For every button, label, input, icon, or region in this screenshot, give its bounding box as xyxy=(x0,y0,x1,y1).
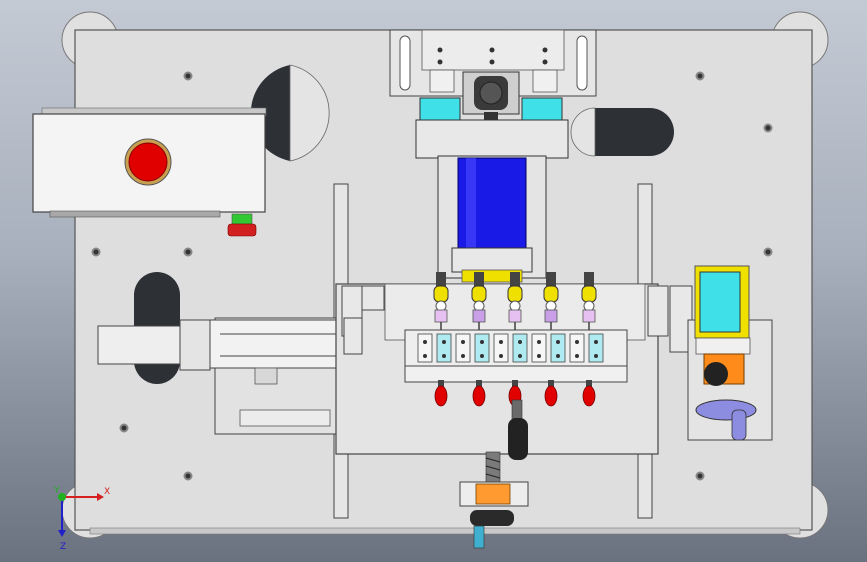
indicator-lamp xyxy=(227,213,257,237)
servo-motor xyxy=(451,157,533,283)
slot-plate xyxy=(239,409,331,427)
nozzle-module xyxy=(531,333,547,363)
triad-x-label: X xyxy=(104,487,110,497)
nozzle-module xyxy=(493,333,509,363)
red-nozzle xyxy=(582,380,596,407)
cyan-guide-blocks xyxy=(419,97,563,123)
red-nozzle xyxy=(434,380,448,407)
pneumatic-fitting xyxy=(507,272,523,380)
nozzle-module xyxy=(455,333,471,363)
pneumatic-cylinder-left xyxy=(97,319,341,385)
nozzle-module xyxy=(588,333,604,363)
red-nozzle xyxy=(472,380,486,407)
bottom-bearing-block xyxy=(459,481,529,507)
triad-y-label: Y xyxy=(53,486,60,496)
coordinate-triad: X Y Z xyxy=(53,486,110,552)
nozzle-module xyxy=(550,333,566,363)
nozzle-module xyxy=(474,333,490,363)
nozzle-module xyxy=(417,333,433,363)
nozzle-modules xyxy=(417,333,604,363)
lever-handle[interactable] xyxy=(508,399,528,460)
nozzle-module xyxy=(512,333,528,363)
nozzle-module xyxy=(436,333,452,363)
handwheel-violet[interactable] xyxy=(695,399,757,441)
nozzle-bar xyxy=(404,365,628,383)
adjust-knob-bottom[interactable] xyxy=(470,510,514,549)
base-plate-bottom-strip xyxy=(89,527,801,535)
cutout-right-slot xyxy=(570,107,674,157)
nozzle-module xyxy=(569,333,585,363)
orange-adjuster[interactable] xyxy=(703,353,745,386)
emergency-stop-button[interactable] xyxy=(124,138,172,186)
lead-screw xyxy=(485,451,501,483)
cylinder-clevis xyxy=(462,71,520,122)
clamp-block-right xyxy=(647,285,693,353)
clamp-block-left xyxy=(341,285,385,355)
triad-z-label: Z xyxy=(60,542,66,552)
red-nozzle xyxy=(544,380,558,407)
